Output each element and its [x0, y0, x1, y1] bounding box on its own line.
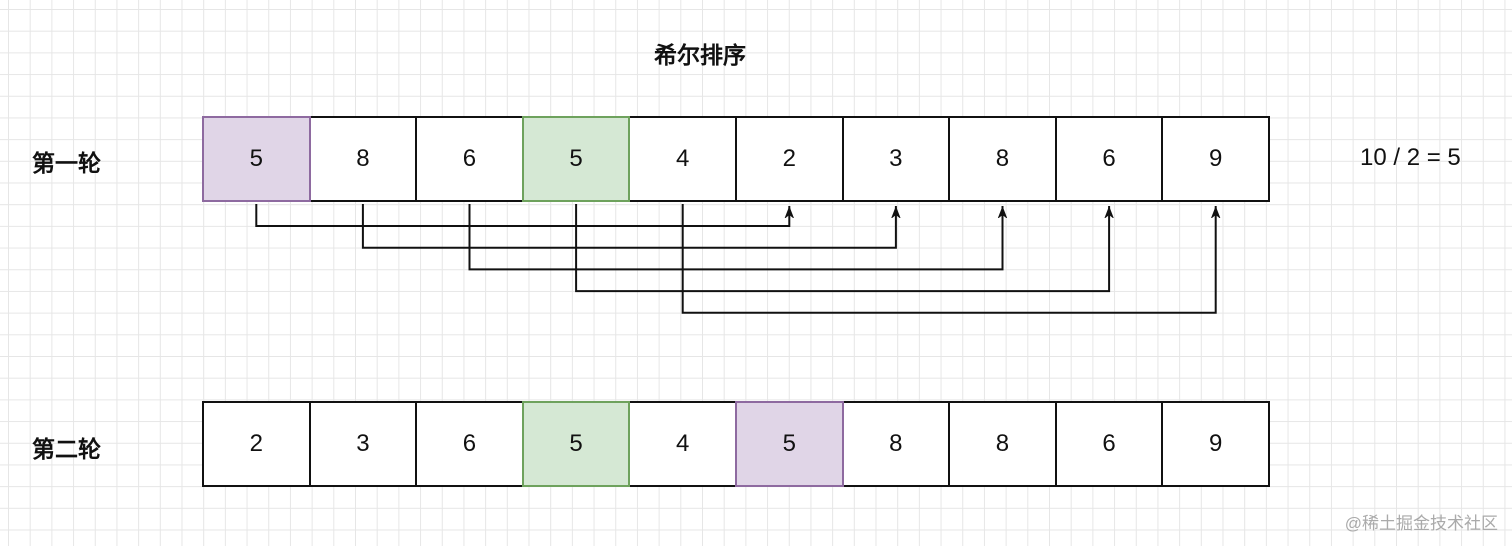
round-2-cell: 4 [628, 401, 737, 487]
gap-connector [681, 204, 1216, 314]
round-1-cell: 2 [734, 116, 844, 202]
gap-connector [575, 204, 1109, 293]
gap-formula: 10 / 2 = 5 [1360, 144, 1461, 171]
round-2-cell: 8 [841, 401, 951, 487]
gap-connector [255, 204, 789, 227]
round-1-cell: 8 [948, 116, 1057, 202]
round-1-cell: 3 [841, 116, 951, 202]
gap-connector [361, 204, 896, 249]
round-1-label: 第一轮 [32, 150, 101, 176]
round-2-cell: 5 [521, 401, 631, 487]
round-2-cell: 6 [1054, 401, 1164, 487]
gap-connector [468, 204, 1003, 271]
watermark: @稀土掘金技术社区 [1344, 514, 1498, 533]
round-1-cell: 9 [1161, 116, 1270, 202]
round-2-cell: 3 [308, 401, 418, 487]
round-2-cell: 2 [202, 401, 311, 487]
round-2-cell: 8 [948, 401, 1057, 487]
diagram-title: 希尔排序 [654, 42, 746, 68]
round-2-cell: 9 [1161, 401, 1270, 487]
round-2-label: 第二轮 [32, 436, 101, 462]
round-1-cell: 5 [521, 116, 631, 202]
round-2-cell: 6 [415, 401, 524, 487]
round-1-cell: 8 [308, 116, 418, 202]
round-2-cell: 5 [734, 401, 844, 487]
round-1-cell: 5 [202, 116, 311, 202]
